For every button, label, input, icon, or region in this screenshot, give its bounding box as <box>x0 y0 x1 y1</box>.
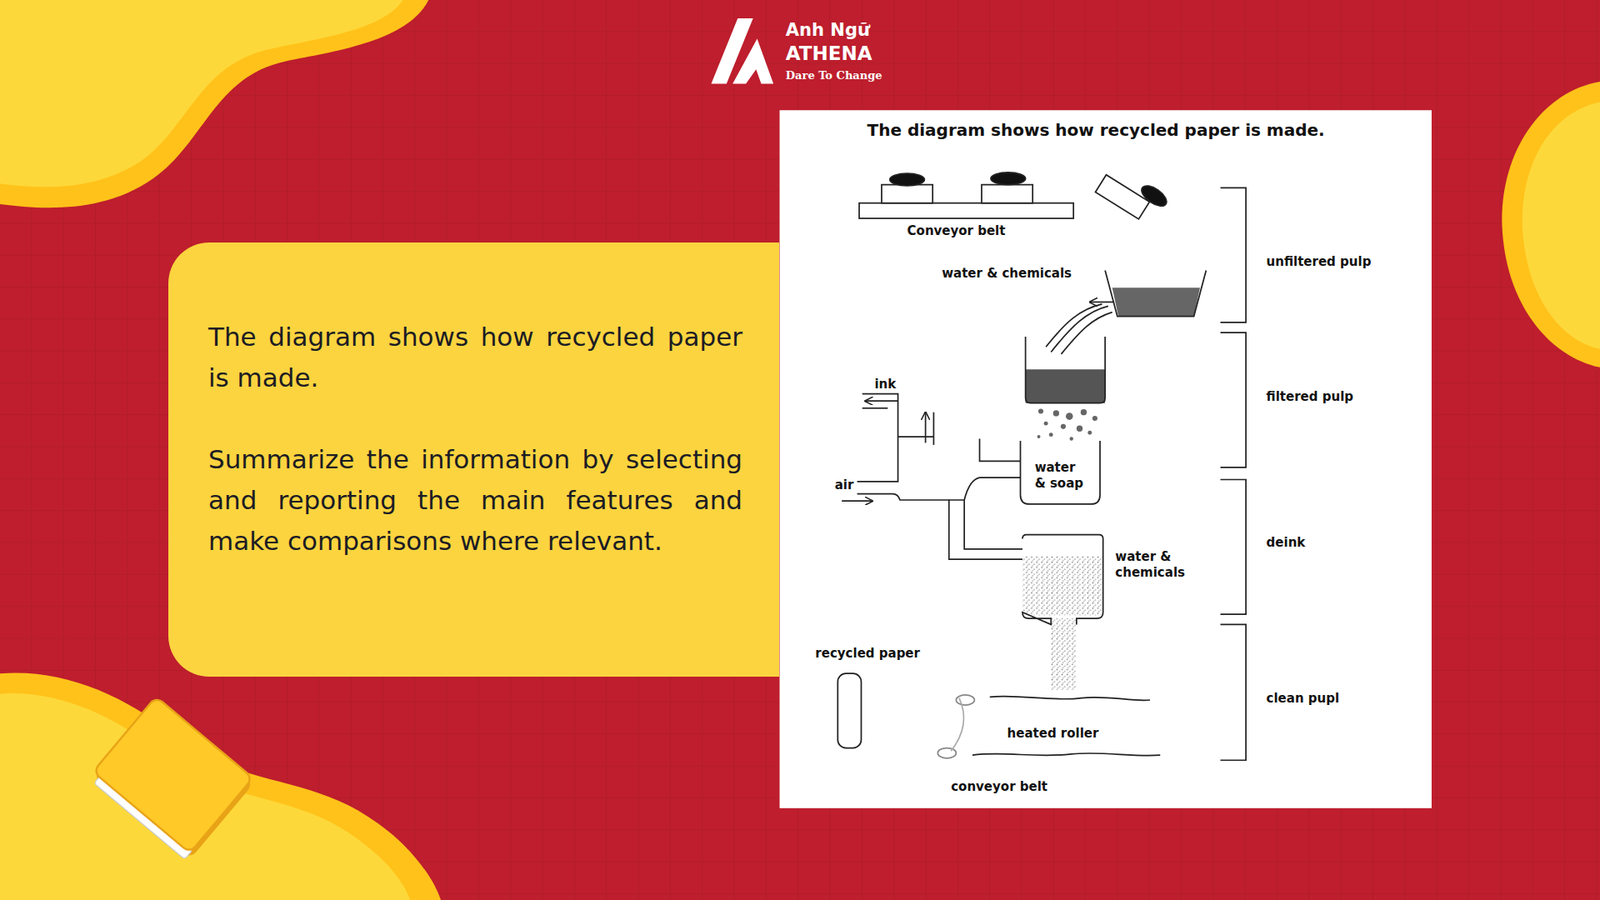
instruction-panel: The diagram shows how recycled paper is … <box>168 242 780 677</box>
logo-icon <box>710 18 774 84</box>
stage-label: filtered pulp <box>1266 389 1354 405</box>
input-label: air <box>835 477 855 494</box>
stage-label: unfiltered pulp <box>1266 254 1372 270</box>
diagram-panel <box>780 110 1432 809</box>
logo-text: Anh Ngữ <box>785 20 870 40</box>
input-label: water & chemicals <box>1115 549 1207 581</box>
instruction-text: The diagram shows how recycled paper is … <box>208 316 743 399</box>
recycling-process-illustration <box>837 172 1246 760</box>
input-label: water & soap <box>1035 460 1087 492</box>
book-icon <box>87 696 256 862</box>
stage-label: clean pupl <box>1266 690 1340 707</box>
part-label: Conveyor belt <box>907 223 1006 240</box>
instruction-text: Summarize the information by selecting a… <box>208 439 743 562</box>
logo-text: ATHENA <box>785 42 873 65</box>
output-label: ink <box>874 376 896 393</box>
product-label: recycled paper <box>815 645 920 662</box>
part-label: conveyor belt <box>950 779 1048 795</box>
part-label: heated roller <box>1007 725 1100 742</box>
input-label: water & chemicals <box>941 265 1072 282</box>
stage-label: deink <box>1266 535 1306 551</box>
logo-slogan: Dare To Change <box>785 69 883 83</box>
diagram-title: The diagram shows how recycled paper is … <box>867 120 1325 140</box>
